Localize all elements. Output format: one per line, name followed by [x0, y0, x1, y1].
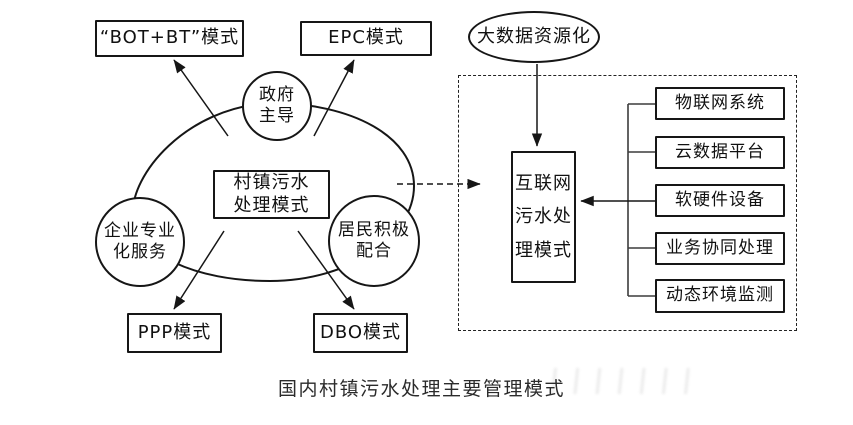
arrow-to-ppp [173, 230, 225, 310]
enterprise-factor-circle: 企业专业 化服务 [95, 197, 185, 287]
bot-bt-mode-box: “BOT+BT”模式 [95, 20, 244, 57]
component-box-business-collaboration: 业务协同处理 [655, 232, 785, 265]
arrow-to-dbo [297, 230, 355, 310]
component-box-hardware-software: 软硬件设备 [655, 184, 785, 217]
component-box-cloud-data-platform: 云数据平台 [655, 136, 785, 169]
component-box-iot-system: 物联网系统 [655, 87, 785, 120]
big-data-ellipse: 大数据资源化 [468, 11, 600, 63]
government-factor-circle: 政府 主导 [242, 71, 312, 141]
arrow-to-epc [313, 59, 355, 137]
figure-caption: 国内村镇污水处理主要管理模式 [278, 378, 566, 400]
management-cycle-ellipse [131, 101, 416, 283]
faint-watermark [545, 368, 705, 394]
epc-mode-box: EPC模式 [300, 21, 432, 56]
smart-platform-dashed-frame [458, 75, 797, 331]
component-box-dynamic-env-monitoring: 动态环境监测 [655, 279, 785, 313]
dbo-mode-box: DBO模式 [313, 313, 408, 353]
central-mode-box: 村镇污水 处理模式 [213, 170, 330, 219]
ppp-mode-box: PPP模式 [127, 313, 222, 353]
internet-mode-box: 互联网 污水处 理模式 [511, 151, 576, 283]
arrow-to-bot-bt [173, 59, 229, 137]
residents-factor-circle: 居民积极 配合 [328, 195, 420, 287]
